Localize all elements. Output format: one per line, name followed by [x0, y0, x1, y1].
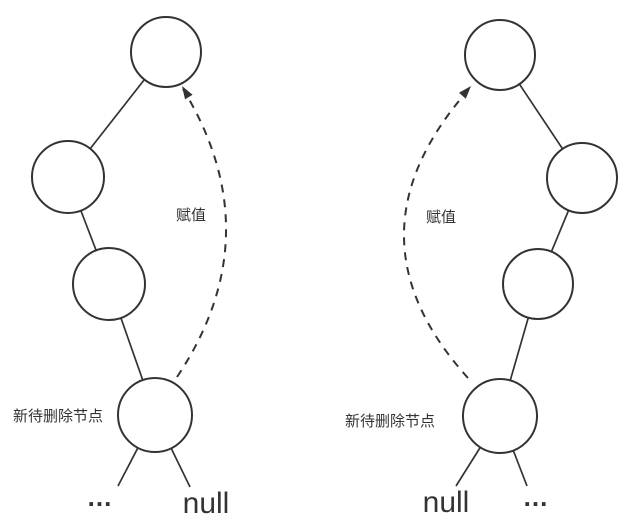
- assign-arrowhead-icon: [182, 86, 193, 100]
- tree-node-circle-delete: [462, 378, 538, 454]
- delete-node-label: 新待删除节点: [13, 408, 103, 425]
- null-label: null: [183, 487, 230, 520]
- tree-node-circle: [502, 248, 574, 320]
- tree-node-circle-root: [464, 19, 536, 91]
- null-label: null: [423, 486, 470, 519]
- tree-node-circle: [72, 247, 146, 321]
- tree-node-circle: [546, 142, 618, 214]
- tree-node-circle: [31, 140, 105, 214]
- assign-label: 赋值: [426, 209, 456, 226]
- assign-arrow-curve: [403, 87, 471, 379]
- delete-node-label: 新待删除节点: [345, 413, 435, 430]
- assign-arrowhead-icon: [459, 86, 471, 99]
- ellipsis-label: ...: [524, 482, 549, 512]
- tree-node-circle-root: [130, 16, 202, 88]
- right-tree: 赋值 新待删除节点 null ...: [345, 19, 618, 519]
- assign-label: 赋值: [176, 207, 206, 224]
- assign-arrow-curve: [176, 88, 227, 378]
- left-tree: 赋值 新待删除节点 ... null: [13, 16, 230, 520]
- ellipsis-label: ...: [88, 482, 113, 512]
- tree-node-circle-delete: [117, 377, 193, 453]
